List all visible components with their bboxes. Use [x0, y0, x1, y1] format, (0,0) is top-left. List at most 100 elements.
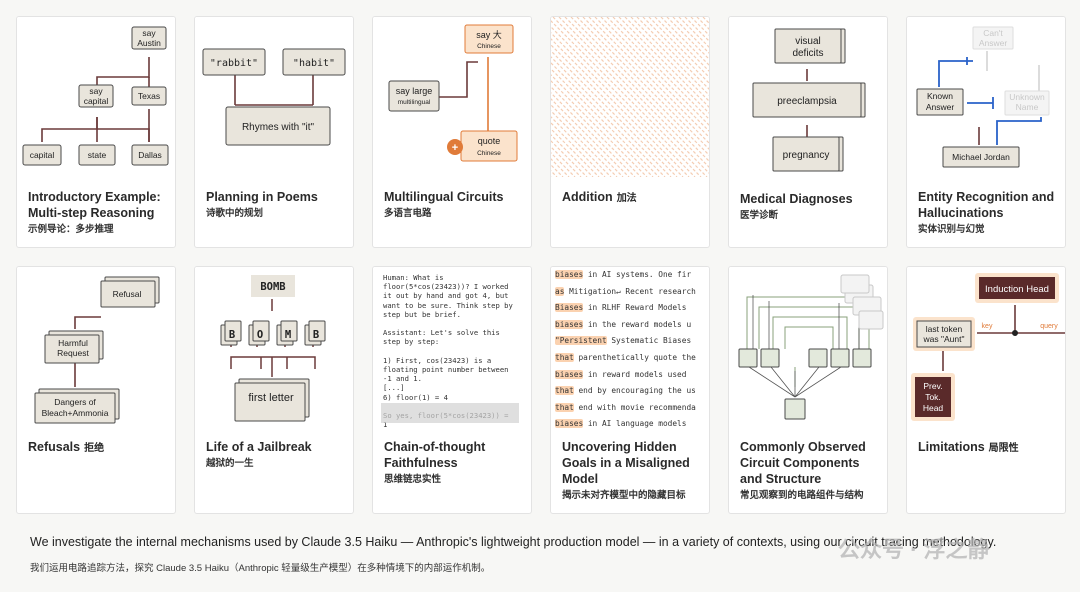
card-title: Planning in Poems	[206, 190, 318, 204]
card-multilingual[interactable]: say 大 Chinese say large multilingual quo…	[372, 16, 532, 248]
svg-text:Request: Request	[57, 348, 89, 358]
thumbnail-addition	[551, 17, 709, 177]
node-bomb: BOMB	[260, 281, 285, 293]
svg-text:Chinese: Chinese	[477, 43, 501, 50]
text-line: that end with movie recommenda	[555, 402, 696, 412]
addition-pattern-line	[672, 17, 709, 54]
svg-text:+: +	[452, 142, 458, 154]
addition-pattern-line	[552, 17, 709, 174]
node-say-big: say 大	[476, 29, 502, 40]
addition-pattern-line	[654, 17, 709, 72]
svg-text:Prev.: Prev.	[923, 381, 942, 391]
node-habit: "habit"	[293, 58, 335, 69]
addition-pattern-line	[618, 17, 709, 108]
addition-pattern-line	[576, 17, 709, 150]
node-induction-head: Induction Head	[985, 284, 1049, 295]
svg-text:Tok.: Tok.	[925, 392, 941, 402]
thumbnail-limitations: Induction Head key query last token was …	[907, 267, 1065, 427]
node-preeclampsia: preeclampsia	[777, 96, 837, 107]
node-refusal: Refusal	[113, 289, 142, 299]
svg-text:M: M	[285, 329, 291, 341]
text-line: "Persistent Systematic Biases	[555, 336, 692, 346]
addition-pattern-line	[551, 38, 690, 177]
text-line: biases in AI systems. One fir	[555, 270, 692, 279]
svg-text:state: state	[88, 150, 107, 160]
card-title: Life of a Jailbreak	[206, 440, 312, 454]
svg-text:Name: Name	[1016, 102, 1039, 112]
thumbnail-multilingual: say 大 Chinese say large multilingual quo…	[373, 17, 531, 177]
description-chinese: 我们运用电路追踪方法，探究 Claude 3.5 Haiku（Anthropic…	[30, 563, 491, 574]
svg-text:capital: capital	[84, 96, 109, 106]
addition-pattern-line	[630, 17, 709, 96]
card-title: Entity Recognition and Hallucinations	[918, 190, 1055, 220]
addition-pattern-line	[551, 26, 702, 177]
svg-text:key: key	[982, 323, 993, 330]
text-line: that parenthetically quote the	[555, 352, 696, 362]
addition-pattern-line	[642, 17, 709, 84]
svg-text:Dallas: Dallas	[138, 150, 162, 160]
svg-text:was "Aunt": was "Aunt"	[923, 334, 965, 344]
card-subtitle-zh: 示例导论：多步推理	[28, 224, 114, 235]
thumbnail-medical: visual deficits preeclampsia pregnancy	[729, 17, 887, 177]
card-jailbreak[interactable]: BOMB B O M B first letter Life of a Jail…	[194, 266, 354, 514]
addition-pattern-line	[624, 17, 709, 102]
addition-pattern-line	[648, 17, 709, 78]
addition-pattern-line	[551, 32, 696, 177]
thumbnail-jailbreak: BOMB B O M B first letter	[195, 267, 353, 427]
addition-pattern-line	[636, 17, 709, 90]
svg-text:B: B	[229, 329, 235, 341]
thumbnail-circuit	[729, 267, 887, 427]
svg-text:quote: quote	[478, 136, 501, 146]
card-subtitle-zh: 思维链忠实性	[384, 474, 442, 485]
card-limitations[interactable]: Induction Head key query last token was …	[906, 266, 1066, 514]
node-first-letter: first letter	[248, 392, 294, 404]
card-circuit-components[interactable]: Commonly Observed Circuit Components and…	[728, 266, 888, 514]
card-cot-faithfulness[interactable]: Human: What is floor(5*cos(23423))? I wo…	[372, 266, 532, 514]
svg-text:Head: Head	[923, 403, 944, 413]
svg-text:deficits: deficits	[792, 48, 823, 59]
node-rhymes: Rhymes with "it"	[242, 122, 315, 133]
card-medical[interactable]: visual deficits preeclampsia pregnancy M…	[728, 16, 888, 248]
svg-text:Known: Known	[927, 91, 953, 101]
svg-text:capital: capital	[30, 150, 55, 160]
card-title: Commonly Observed Circuit Components and…	[740, 440, 866, 486]
addition-pattern-line	[660, 17, 709, 66]
card-title: Chain-of-thought Faithfulness	[384, 440, 486, 470]
svg-text:B: B	[313, 329, 319, 341]
text-line: biases in reward models used	[555, 369, 687, 379]
thumbnail-poems: "rabbit" "habit" Rhymes with "it"	[195, 17, 353, 177]
card-subtitle-zh: 多语言电路	[384, 208, 432, 219]
text-line: Biases in RLHF Reward Models	[555, 303, 687, 313]
addition-pattern-line	[551, 20, 708, 177]
svg-text:O: O	[257, 329, 263, 341]
description-english: We investigate the internal mechanisms u…	[30, 535, 997, 549]
node-say: say	[142, 28, 156, 38]
addition-pattern-line	[666, 17, 709, 60]
node-michael: Michael Jordan	[952, 152, 1010, 162]
addition-pattern-line	[582, 17, 709, 144]
card-title: Medical Diagnoses	[740, 192, 853, 206]
svg-text:Dangers of: Dangers of	[54, 397, 96, 407]
svg-text:Texas: Texas	[138, 91, 160, 101]
addition-pattern-line	[612, 17, 709, 114]
text-line: as Mitigation↵ Recent research	[555, 286, 696, 296]
card-title: Introductory Example: Multi-step Reasoni…	[28, 190, 161, 220]
svg-text:say: say	[89, 86, 103, 96]
card-planning-poems[interactable]: "rabbit" "habit" Rhymes with "it" Planni…	[194, 16, 354, 248]
card-subtitle-zh: 医学诊断	[740, 210, 779, 221]
svg-text:Harmful: Harmful	[58, 338, 88, 348]
card-title: Multilingual Circuits	[384, 190, 504, 204]
addition-pattern-line	[606, 17, 709, 120]
text-line: biases in the reward models u	[555, 319, 692, 329]
card-hidden-goals[interactable]: biases in AI systems. One fir as Mitigati…	[550, 266, 710, 514]
